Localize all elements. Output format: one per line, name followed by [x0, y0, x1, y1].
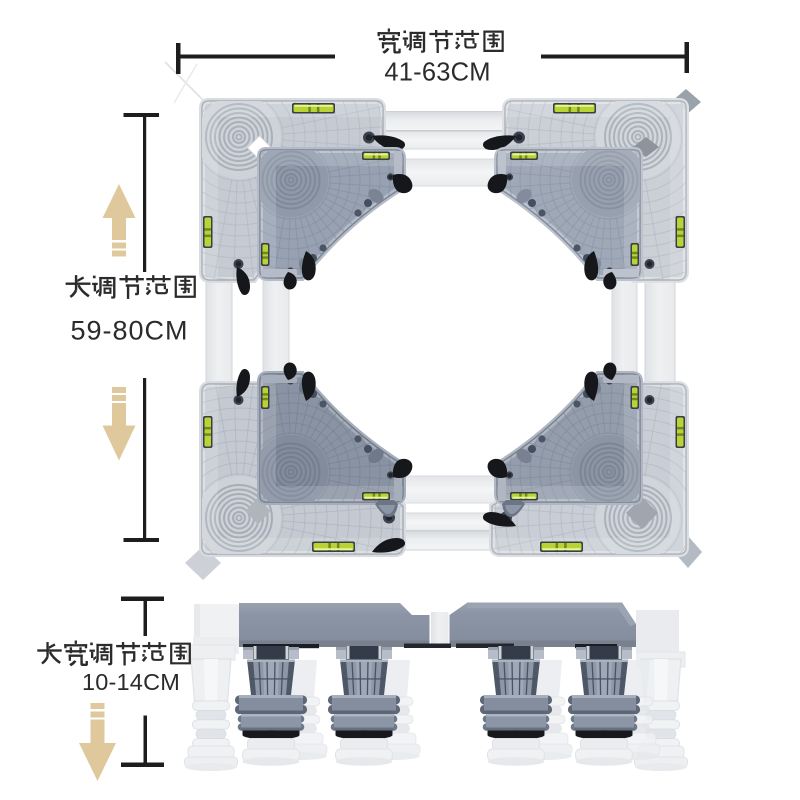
svg-text:10-14CM: 10-14CM: [82, 669, 180, 695]
svg-text:41-63CM: 41-63CM: [384, 59, 490, 87]
svg-text:59-80CM: 59-80CM: [70, 316, 188, 346]
